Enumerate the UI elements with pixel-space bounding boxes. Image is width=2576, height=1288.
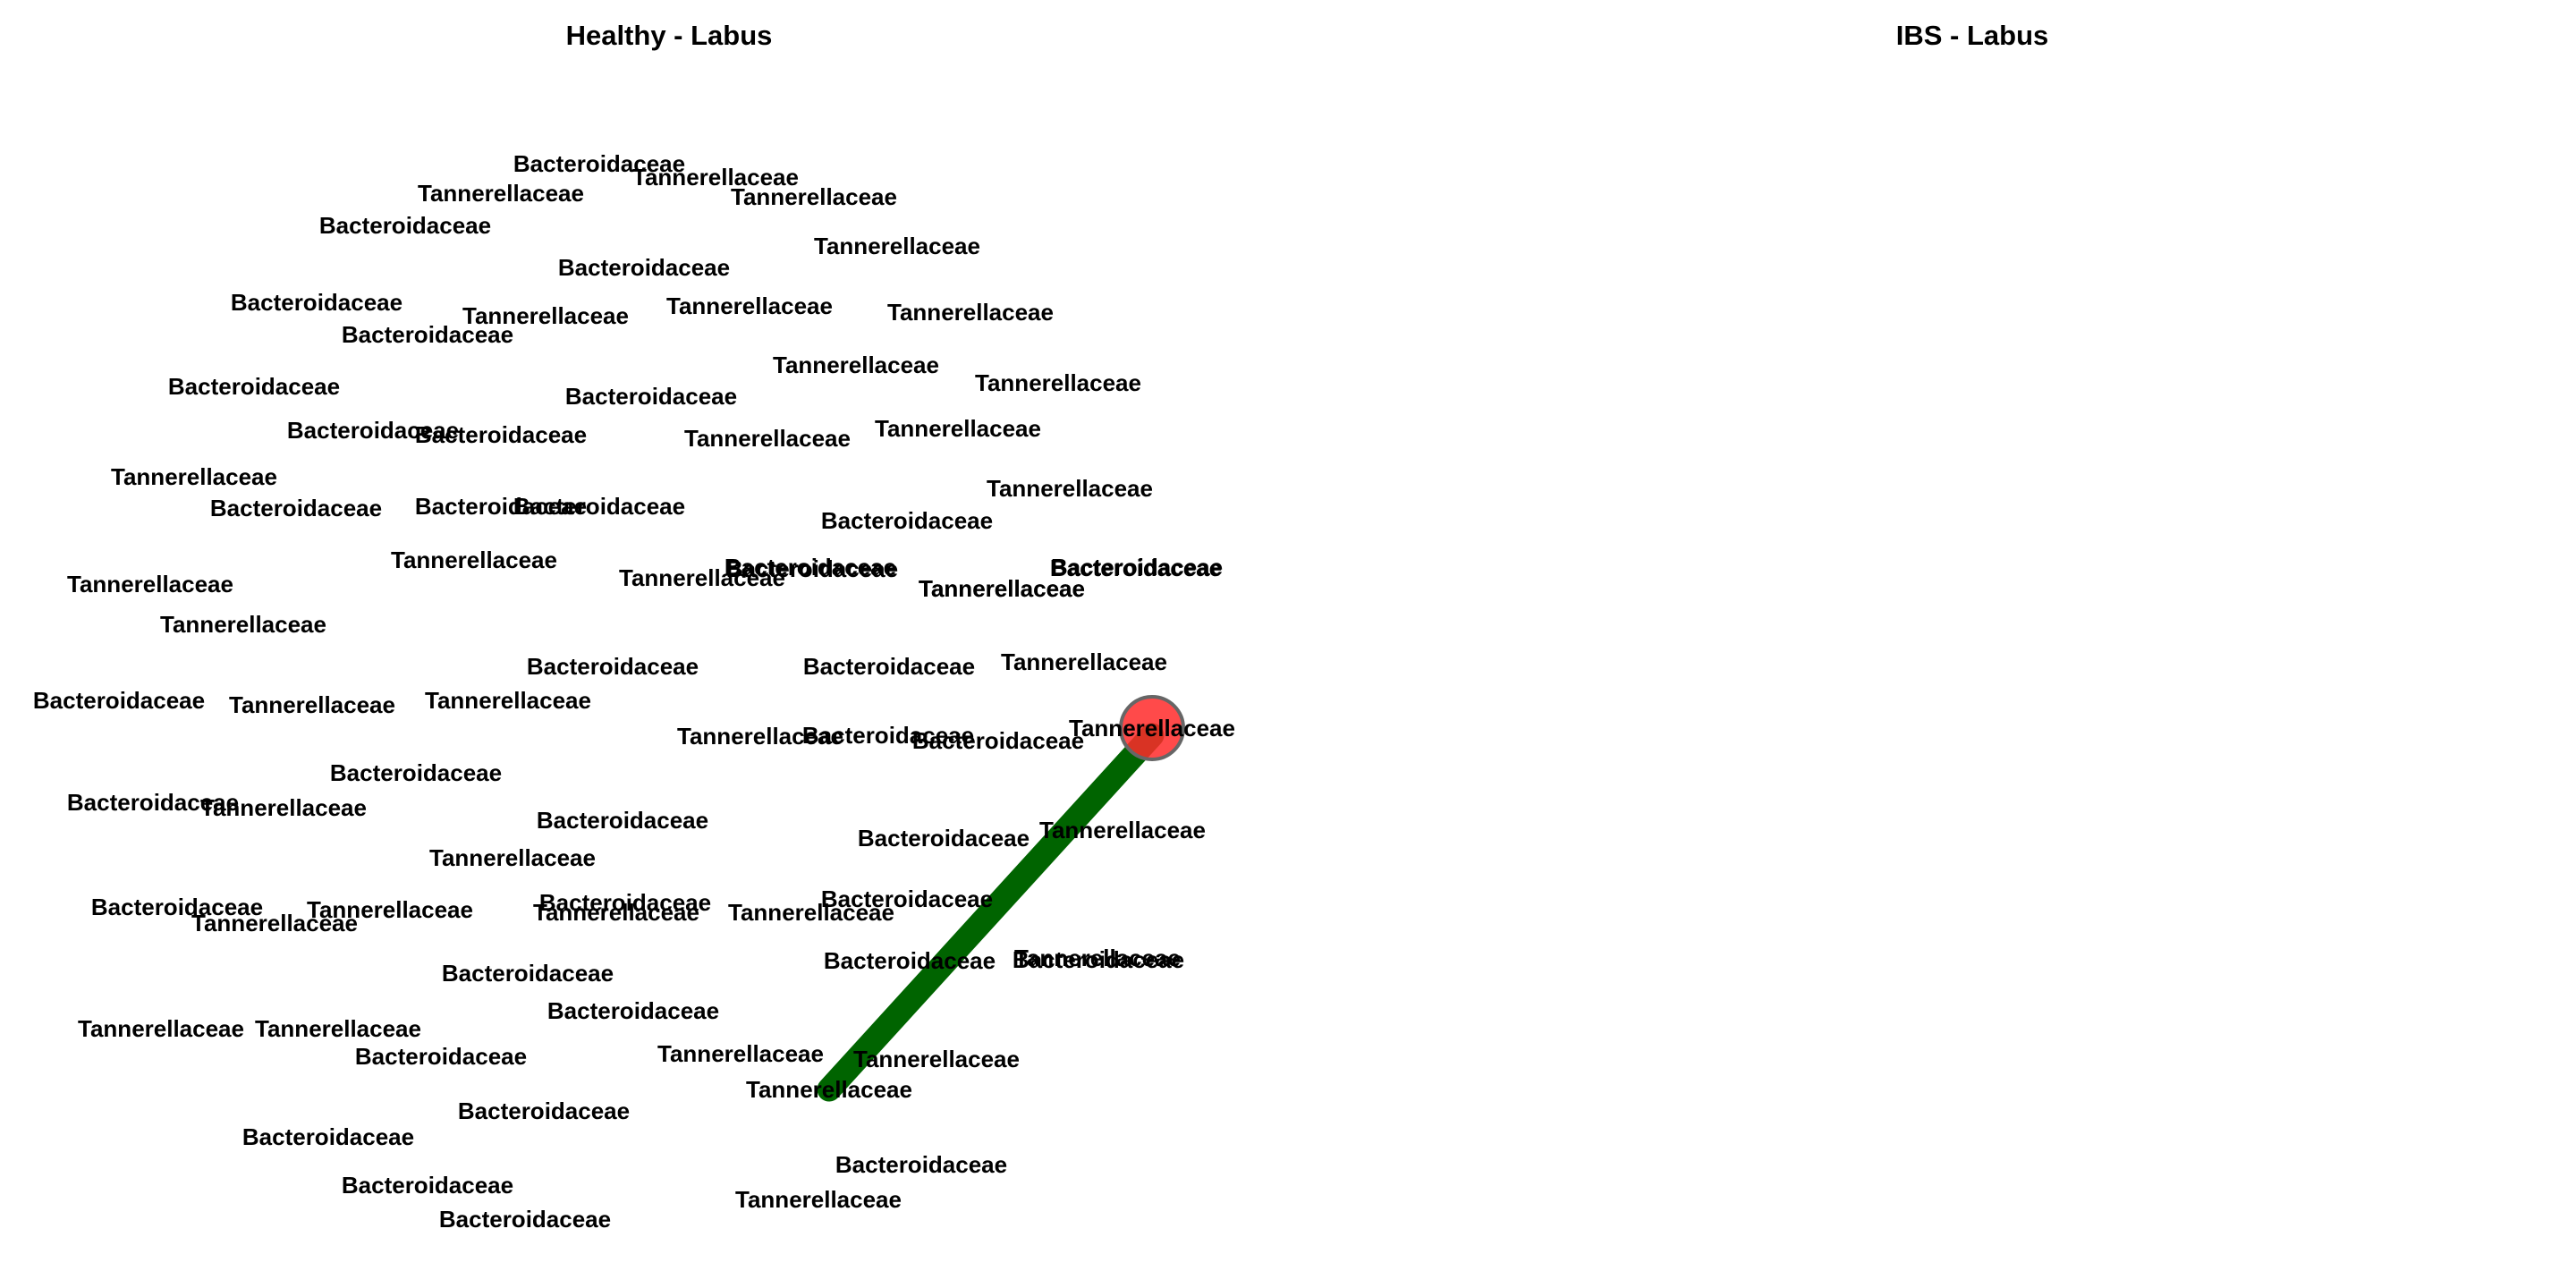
node-label: Bacteroidaceae bbox=[1013, 946, 1184, 973]
node-label: Bacteroidaceae bbox=[539, 889, 711, 916]
node-label: Tannerellaceae bbox=[462, 302, 629, 329]
node-label: Bacteroidaceae bbox=[835, 1151, 1007, 1178]
node-label: Bacteroidaceae bbox=[821, 507, 993, 534]
network-edge bbox=[817, 723, 1165, 1102]
node-label: Bacteroidaceae bbox=[231, 289, 402, 316]
node-label: Bacteroidaceae bbox=[513, 150, 685, 177]
node-label: Tannerellaceae bbox=[533, 899, 699, 926]
node-label: Tannerellaceae bbox=[875, 415, 1041, 442]
edge-layer bbox=[817, 723, 1165, 1102]
node-label: Tannerellaceae bbox=[746, 1076, 912, 1103]
node-label: Tannerellaceae bbox=[1069, 715, 1235, 741]
node-label: Tannerellaceae bbox=[677, 723, 843, 750]
node-label: Tannerellaceae bbox=[919, 575, 1085, 602]
healthy-network: BacteroidaceaeTannerellaceaeTannerellace… bbox=[33, 150, 1235, 1233]
node-label: Tannerellaceae bbox=[987, 475, 1153, 502]
node-label: Bacteroidaceae bbox=[342, 1172, 513, 1199]
node-label: Bacteroidaceae bbox=[558, 254, 730, 281]
node-label: Tannerellaceae bbox=[666, 292, 833, 319]
node-label: Tannerellaceae bbox=[887, 299, 1054, 326]
node-label: Bacteroidaceae bbox=[242, 1123, 414, 1150]
node-label: Bacteroidaceae bbox=[527, 653, 699, 680]
node-label: Bacteroidaceae bbox=[210, 495, 382, 521]
node-label: Tannerellaceae bbox=[1039, 817, 1206, 843]
node-label: Bacteroidaceae bbox=[442, 960, 614, 987]
node-label: Bacteroidaceae bbox=[724, 554, 896, 580]
node-label: Bacteroidaceae bbox=[91, 894, 263, 920]
node-label: Tannerellaceae bbox=[425, 687, 591, 714]
node-label: Tannerellaceae bbox=[418, 180, 584, 207]
node-label: Tannerellaceae bbox=[853, 1046, 1020, 1072]
node-label: Tannerellaceae bbox=[78, 1015, 244, 1042]
node-label: Bacteroidaceae bbox=[802, 722, 974, 749]
node-label: Bacteroidaceae bbox=[547, 997, 719, 1024]
node-label: Bacteroidaceae bbox=[415, 421, 587, 448]
node-label: Bacteroidaceae bbox=[565, 383, 737, 410]
node-label: Tannerellaceae bbox=[975, 369, 1141, 396]
node-label: Bacteroidaceae bbox=[858, 825, 1030, 852]
node-label: Bacteroidaceae bbox=[1051, 554, 1223, 580]
node-label: Tannerellaceae bbox=[919, 575, 1085, 602]
node-label: Bacteroidaceae bbox=[33, 687, 205, 714]
node-label: Tannerellaceae bbox=[391, 547, 557, 573]
node-label: Bacteroidaceae bbox=[821, 886, 993, 912]
node-label: Bacteroidaceae bbox=[168, 373, 340, 400]
node-label: Tannerellaceae bbox=[728, 899, 894, 926]
node-label: Tannerellaceae bbox=[111, 463, 277, 490]
node-layer bbox=[1119, 695, 1185, 761]
node-label: Bacteroidaceae bbox=[726, 555, 898, 582]
healthy-panel-title: Healthy - Labus bbox=[566, 20, 773, 51]
node-label: Tannerellaceae bbox=[307, 896, 473, 923]
node-label: Tannerellaceae bbox=[735, 1186, 902, 1213]
node-label: Bacteroidaceae bbox=[330, 759, 502, 786]
node-label: Bacteroidaceae bbox=[287, 417, 459, 444]
network-node-highlighted bbox=[1119, 695, 1185, 761]
node-label: Tannerellaceae bbox=[619, 564, 785, 591]
node-label: Bacteroidaceae bbox=[537, 807, 708, 834]
label-layer: BacteroidaceaeTannerellaceaeTannerellace… bbox=[33, 150, 1235, 1233]
node-label: Bacteroidaceae bbox=[1050, 555, 1222, 581]
node-label: Tannerellaceae bbox=[773, 352, 939, 378]
node-label: Tannerellaceae bbox=[429, 844, 596, 871]
node-label: Tannerellaceae bbox=[1001, 648, 1167, 675]
node-label: Tannerellaceae bbox=[160, 611, 326, 638]
node-label: Bacteroidaceae bbox=[458, 1097, 630, 1124]
node-label: Bacteroidaceae bbox=[319, 212, 491, 239]
node-label: Tannerellaceae bbox=[200, 794, 367, 821]
node-label: Bacteroidaceae bbox=[415, 493, 587, 520]
node-label: Bacteroidaceae bbox=[355, 1043, 527, 1070]
node-label: Bacteroidaceae bbox=[513, 493, 685, 520]
node-label: Tannerellaceae bbox=[67, 571, 233, 597]
node-label: Tannerellaceae bbox=[1014, 945, 1181, 971]
node-label: Bacteroidaceae bbox=[803, 653, 975, 680]
node-label: Tannerellaceae bbox=[814, 233, 980, 259]
node-label: Bacteroidaceae bbox=[912, 727, 1084, 754]
node-label: Tannerellaceae bbox=[657, 1040, 824, 1067]
ibs-panel-title: IBS - Labus bbox=[1896, 20, 2049, 51]
node-label: Tannerellaceae bbox=[684, 425, 851, 452]
node-label: Tannerellaceae bbox=[731, 183, 897, 210]
node-label: Tannerellaceae bbox=[632, 164, 799, 191]
node-label: Tannerellaceae bbox=[229, 691, 395, 718]
node-label: Tannerellaceae bbox=[191, 910, 358, 936]
node-label: Bacteroidaceae bbox=[824, 947, 996, 974]
node-label: Bacteroidaceae bbox=[342, 321, 513, 348]
node-label: Bacteroidaceae bbox=[439, 1206, 611, 1233]
node-label: Tannerellaceae bbox=[255, 1015, 421, 1042]
node-label: Bacteroidaceae bbox=[67, 789, 239, 816]
